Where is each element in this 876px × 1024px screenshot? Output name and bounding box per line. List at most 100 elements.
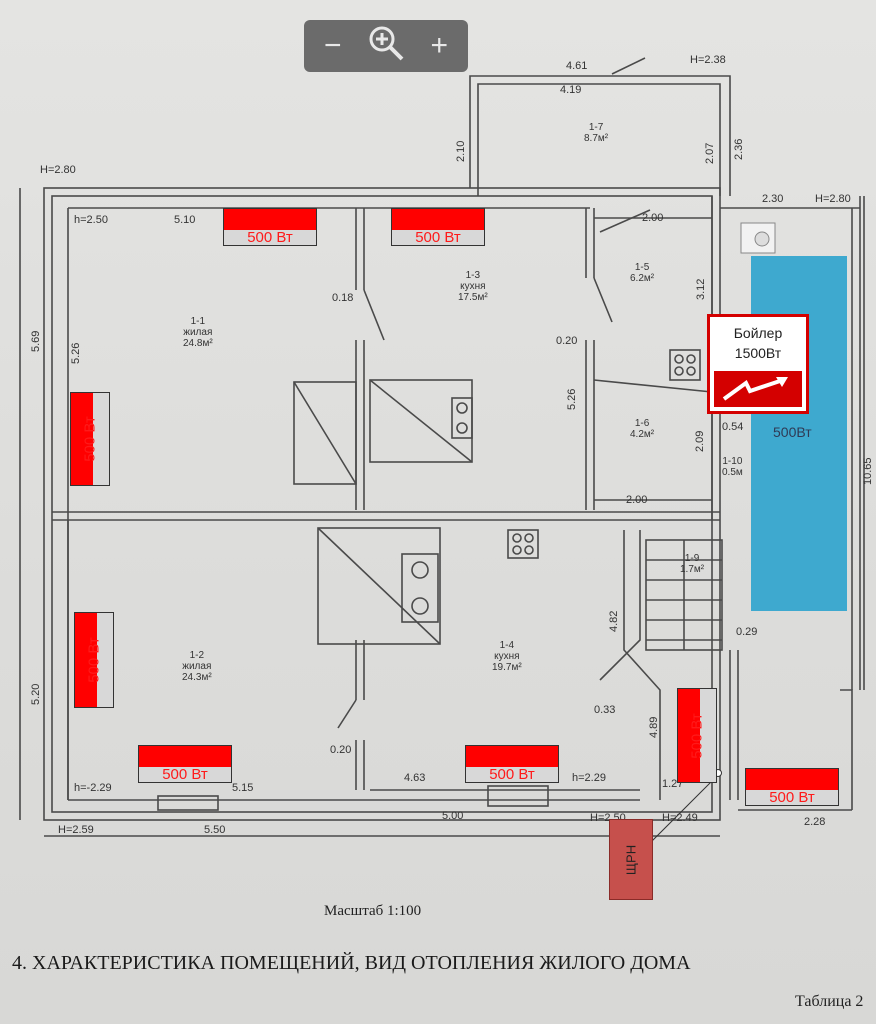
magnifier-plus-icon[interactable] — [366, 23, 406, 69]
dimension-label: 2.30 — [762, 193, 784, 205]
heater-room-1-2-bottom[interactable]: 500 Вт — [138, 745, 232, 783]
room-1-5-label: 1-5 6.2м² — [630, 262, 654, 284]
plus-icon[interactable]: + — [430, 29, 448, 62]
dimension-label: 5.00 — [442, 810, 464, 822]
room-area: 8.7м² — [584, 133, 609, 144]
room-area: 17.5м² — [458, 292, 488, 303]
room-1-9-label: 1-9 1.7м² — [680, 553, 704, 575]
dimension-label: 0.29 — [736, 626, 758, 638]
room-1-10-label: 1-10 0.5м — [722, 456, 743, 478]
floor-heating-label: 500Вт — [773, 424, 812, 440]
heater-element — [71, 393, 94, 485]
magnifier-plus-glyph — [369, 26, 404, 61]
dimension-label: 0.54 — [722, 421, 744, 433]
room-1-1-label: 1-1 жилая 24.8м² — [183, 316, 213, 349]
room-id: 1-1 — [190, 316, 206, 327]
dimension-label: 5.10 — [174, 214, 196, 226]
room-area: 0.5м — [722, 467, 743, 478]
dimension-label: 5.26 — [70, 342, 82, 364]
heater-room-1-2-left[interactable]: 500 Вт — [74, 612, 114, 708]
room-name: жилая — [183, 327, 213, 338]
dimension-label: 5.15 — [232, 782, 254, 794]
room-area: 6.2м² — [630, 273, 655, 284]
room-id: 1-10 — [722, 456, 743, 467]
dimension-label: 0.18 — [332, 292, 354, 304]
room-id: 1-4 — [499, 640, 515, 651]
zoom-toolbar: − + — [304, 20, 468, 72]
height-label: h=2.29 — [572, 772, 606, 784]
heater-label: 500 Вт — [81, 416, 99, 462]
room-area: 24.8м² — [183, 338, 213, 349]
heater-label: 500 Вт — [247, 229, 293, 246]
boiler-power: 1500Вт — [734, 345, 782, 361]
dimension-label: 2.36 — [733, 138, 745, 160]
room-id: 1-3 — [465, 270, 481, 281]
heater-label: 500 Вт — [769, 789, 815, 806]
height-label: h=-2.29 — [74, 782, 112, 794]
heater-label: 500 Вт — [489, 766, 535, 783]
room-id: 1-6 — [634, 418, 650, 429]
boiler-label: Бойлер 1500Вт — [710, 323, 806, 363]
dimension-label: 2.00 — [626, 494, 648, 506]
dimension-label: 5.69 — [30, 330, 42, 352]
height-label: H=2.80 — [40, 164, 76, 176]
height-label: h=2.50 — [74, 214, 108, 226]
room-area: 19.7м² — [492, 662, 522, 673]
heater-element — [746, 769, 838, 790]
room-id: 1-7 — [588, 122, 604, 133]
heater-room-1-1-left[interactable]: 500 Вт — [70, 392, 110, 486]
room-name: жилая — [182, 661, 212, 672]
dimension-label: 3.12 — [695, 278, 707, 300]
room-area: 1.7м² — [680, 564, 705, 575]
room-area: 24.3м² — [182, 672, 212, 683]
height-label: H=2.80 — [815, 193, 851, 205]
height-label: H=2.38 — [690, 54, 726, 66]
dimension-label: 4.89 — [648, 716, 660, 738]
heater-porch-bottom[interactable]: 500 Вт — [745, 768, 839, 806]
dimension-label: 4.19 — [560, 84, 582, 96]
heater-element — [466, 746, 558, 767]
height-label: H=2.59 — [58, 824, 94, 836]
heater-label: 500 Вт — [688, 712, 706, 759]
boiler-title: Бойлер — [733, 325, 783, 341]
heater-label: 500 Вт — [415, 229, 461, 246]
heater-element — [392, 209, 484, 230]
dimension-label: 0.33 — [594, 704, 616, 716]
room-name: кухня — [460, 281, 486, 292]
dimension-label: 0.20 — [330, 744, 352, 756]
heater-element — [678, 689, 701, 782]
section-heading: 4. ХАРАКТЕРИСТИКА ПОМЕЩЕНИЙ, ВИД ОТОПЛЕН… — [12, 952, 691, 974]
height-label: H=2.49 — [662, 812, 698, 824]
heater-hall-right[interactable]: 500 Вт — [677, 688, 717, 783]
room-1-4-label: 1-4 кухня 19.7м² — [492, 640, 522, 673]
dimension-label: 5.26 — [566, 388, 578, 410]
dimension-label: 2.07 — [704, 142, 716, 164]
dimension-label: 4.61 — [566, 60, 588, 72]
zigzag-arrow-glyph — [722, 377, 788, 401]
heater-element — [75, 613, 98, 707]
heater-room-1-4-bottom[interactable]: 500 Вт — [465, 745, 559, 783]
dimension-label: 2.09 — [694, 430, 706, 452]
dimension-label: 5.20 — [30, 683, 42, 705]
dimension-label: 10.65 — [862, 457, 874, 485]
dimension-label: 0.20 — [556, 335, 578, 347]
room-id: 1-5 — [634, 262, 650, 273]
room-1-6-label: 1-6 4.2м² — [630, 418, 654, 440]
heater-element — [139, 746, 231, 767]
heater-room-1-1-top[interactable]: 500 Вт — [223, 208, 317, 246]
heating-element-icon — [714, 371, 802, 407]
electrical-panel[interactable]: ЩРН — [609, 819, 653, 900]
dimension-label: 4.63 — [404, 772, 426, 784]
table-caption: Таблица 2 — [795, 993, 864, 1010]
heater-room-1-3-top[interactable]: 500 Вт — [391, 208, 485, 246]
room-1-2-label: 1-2 жилая 24.3м² — [182, 650, 212, 683]
dimension-label: 4.82 — [608, 610, 620, 632]
boiler-box[interactable]: Бойлер 1500Вт — [707, 314, 809, 414]
room-1-3-label: 1-3 кухня 17.5м² — [458, 270, 488, 303]
room-id: 1-2 — [189, 650, 205, 661]
dimension-label: 2.00 — [642, 212, 664, 224]
dimension-label: 2.10 — [455, 140, 467, 162]
floor-heating-zone[interactable]: 500Вт — [751, 256, 847, 611]
minus-icon[interactable]: − — [324, 29, 342, 62]
heater-element — [224, 209, 316, 230]
